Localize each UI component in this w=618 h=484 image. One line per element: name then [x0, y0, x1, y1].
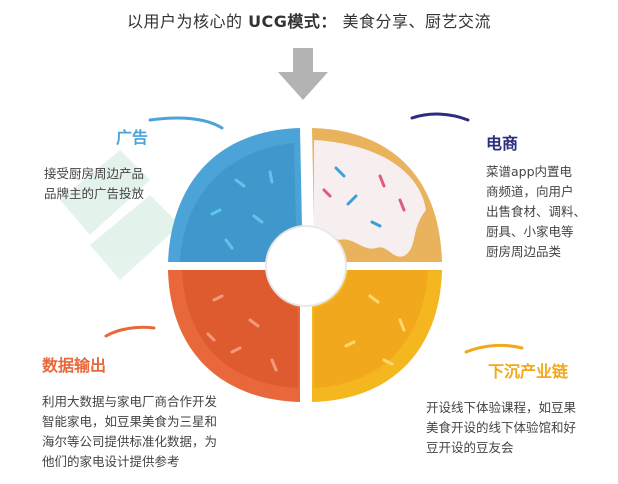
desc-data-line: 智能家电，如豆果美食为三星和: [42, 414, 218, 429]
desc-data-line: 利用大数据与家电厂商合作开发: [42, 394, 218, 409]
desc-data-line: 他们的家电设计提供参考: [42, 454, 180, 469]
heading-ad: 广告: [116, 128, 149, 147]
down-arrow-icon: [278, 48, 328, 100]
desc-ecommerce-line: 出售食材、调料、: [486, 204, 587, 219]
heading-data: 数据输出: [42, 356, 107, 375]
donut-hole: [266, 226, 346, 306]
swoosh-offline: [464, 343, 524, 354]
watermark: [60, 150, 180, 280]
swoosh-data: [104, 325, 156, 338]
title-bold: UCG模式：: [248, 12, 337, 31]
heading-ecommerce: 电商: [486, 134, 519, 153]
desc-ecommerce: 菜谱app内置电 商频道，向用户 出售食材、调料、 厨具、小家电等 厨房周边品类: [486, 162, 586, 262]
swoosh-ad: [148, 116, 224, 130]
desc-data: 利用大数据与家电厂商合作开发 智能家电，如豆果美食为三星和 海尔等公司提供标准化…: [42, 392, 217, 472]
donut-quadrant-ecommerce: [312, 128, 442, 262]
desc-offline-line: 豆开设的豆友会: [426, 440, 514, 455]
desc-ad-line: 品牌主的广告投放: [44, 186, 145, 201]
desc-ecommerce-line: 商频道，向用户: [486, 184, 574, 199]
desc-data-line: 海尔等公司提供标准化数据，为: [42, 434, 218, 449]
desc-ecommerce-line: 厨房周边品类: [486, 244, 562, 259]
desc-offline-line: 开设线下体验课程，如豆果: [426, 400, 577, 415]
title-prefix: 以用户为核心的: [126, 12, 243, 31]
desc-ad-line: 接受厨房周边产品: [44, 166, 145, 181]
donut-quadrant-offline: [312, 270, 442, 402]
title-suffix: 美食分享、厨艺交流: [342, 12, 492, 31]
desc-offline-line: 美食开设的线下体验馆和好: [426, 420, 577, 435]
heading-offline: 下沉产业链: [488, 362, 569, 381]
donut-quadrant-ad: [168, 128, 302, 262]
desc-offline: 开设线下体验课程，如豆果 美食开设的线下体验馆和好 豆开设的豆友会: [426, 398, 576, 458]
diagram-title: 以用户为核心的 UCG模式： 美食分享、厨艺交流: [0, 8, 618, 32]
desc-ad: 接受厨房周边产品 品牌主的广告投放: [44, 164, 144, 204]
desc-ecommerce-line: 厨具、小家电等: [486, 224, 574, 239]
desc-ecommerce-line: 菜谱app内置电: [486, 164, 573, 179]
swoosh-ecommerce: [410, 112, 470, 122]
donut-quadrant-data: [168, 270, 300, 402]
